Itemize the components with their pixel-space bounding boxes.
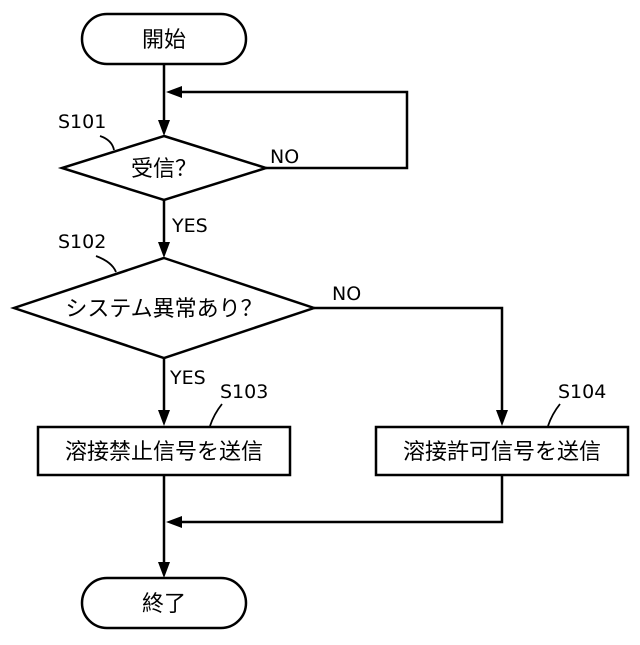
arrowhead-end [158, 562, 170, 578]
end-label: 終了 [142, 592, 186, 617]
arrowhead-loop [166, 86, 182, 98]
leader-s103 [210, 404, 222, 426]
decision-system-error-label: システム異常あり？ [65, 297, 262, 322]
connector-permit-merge [180, 475, 502, 522]
arrowhead-prohibit [158, 410, 170, 426]
arrowhead-permit [496, 410, 508, 426]
edge-label-receive-yes: YES [171, 215, 208, 237]
leader-s101 [100, 136, 114, 150]
connector-system-error-no [314, 308, 502, 412]
edge-label-error-yes: YES [169, 367, 206, 389]
process-permit-label: 溶接許可信号を送信 [403, 440, 601, 465]
step-label-s102: S102 [58, 231, 106, 253]
step-label-s103: S103 [220, 381, 268, 403]
arrowhead-receive [158, 120, 170, 136]
leader-s102 [96, 256, 116, 272]
decision-receive-label: 受信？ [131, 157, 197, 182]
edge-label-receive-no: NO [270, 146, 299, 168]
step-label-s101: S101 [58, 111, 106, 133]
step-label-s104: S104 [558, 381, 606, 403]
arrowhead-merge [166, 516, 182, 528]
start-label: 開始 [142, 28, 186, 53]
arrowhead-system-error [158, 242, 170, 258]
edge-label-error-no: NO [332, 283, 361, 305]
process-prohibit-label: 溶接禁止信号を送信 [65, 440, 263, 465]
leader-s104 [548, 404, 560, 426]
